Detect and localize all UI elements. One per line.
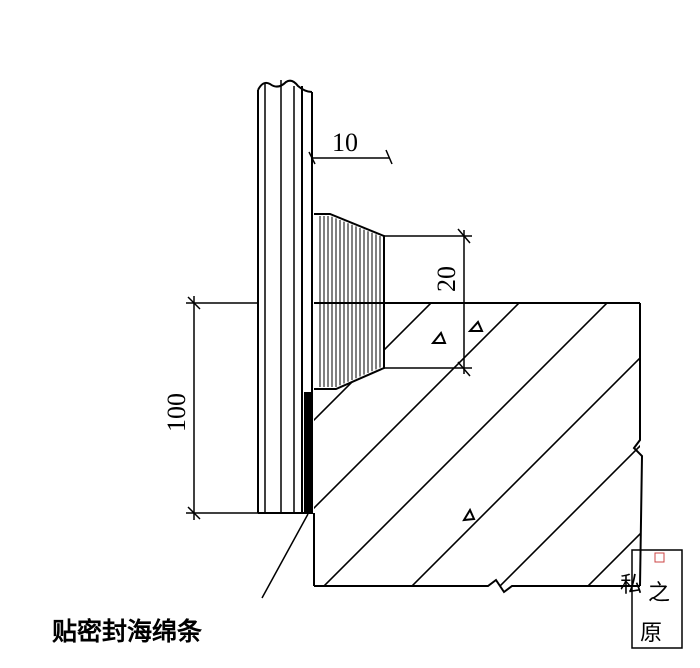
vertical-panel — [257, 79, 313, 514]
sealant-bead — [314, 213, 385, 390]
dimension-side-height: 100 — [162, 296, 258, 520]
dimension-side-height-label: 100 — [162, 393, 191, 432]
dimension-sponge-height-label: 20 — [432, 266, 461, 292]
dimension-top-width: 10 — [308, 128, 393, 165]
svg-text:私: 私 — [620, 573, 642, 598]
sponge-callout: 贴密封海绵条 — [52, 513, 309, 646]
sponge-callout-label: 贴密封海绵条 — [52, 617, 203, 646]
svg-text:之: 之 — [648, 581, 670, 606]
concrete-base — [313, 302, 644, 594]
sealing-sponge-strip — [304, 392, 313, 514]
dimension-sponge-height: 20 — [384, 228, 472, 377]
svg-text:原: 原 — [640, 621, 662, 646]
dimension-top-width-label: 10 — [332, 128, 358, 157]
artist-seal: 私 之 原 — [620, 549, 683, 649]
